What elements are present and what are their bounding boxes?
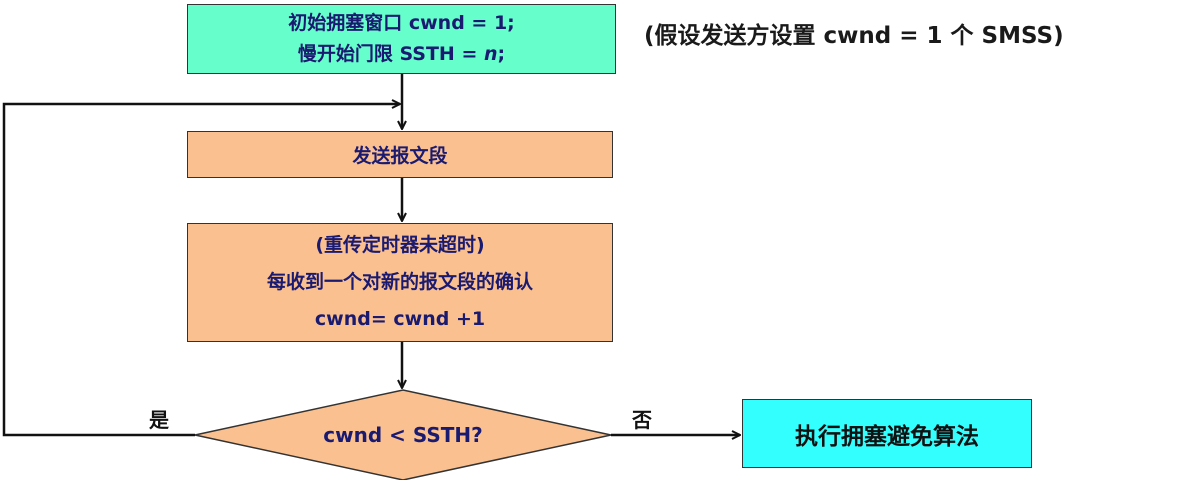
yes-label: 是 xyxy=(149,408,169,432)
init-line2-suffix: ; xyxy=(497,43,506,65)
ack-line1: (重传定时器未超时) xyxy=(315,234,485,256)
init-line2: 慢开始门限 SSTH = n; xyxy=(298,39,505,70)
assumption-note: (假设发送方设置 cwnd = 1 个 SMSS) xyxy=(644,23,1064,49)
init-line2-prefix: 慢开始门限 SSTH = xyxy=(297,43,484,65)
no-label: 否 xyxy=(632,408,652,432)
ack-line3: cwnd= cwnd +1 xyxy=(314,308,486,330)
congestion-avoidance-label: 执行拥塞避免算法 xyxy=(795,423,979,450)
init-box: 初始拥塞窗口 cwnd = 1; 慢开始门限 SSTH = n; xyxy=(187,4,616,74)
send-segment-label: 发送报文段 xyxy=(352,145,448,167)
ack-line2: 每收到一个对新的报文段的确认 xyxy=(266,271,533,293)
send-segment-box: 发送报文段 xyxy=(187,131,613,178)
init-line1: 初始拥塞窗口 cwnd = 1; xyxy=(288,12,515,34)
arrow-yes-loop xyxy=(2,104,400,437)
init-line2-var: n xyxy=(484,43,498,65)
congestion-avoidance-box: 执行拥塞避免算法 xyxy=(742,399,1032,468)
decision-label: cwnd < SSTH? xyxy=(323,423,483,447)
ack-process-box: (重传定时器未超时) 每收到一个对新的报文段的确认 cwnd= cwnd +1 xyxy=(187,223,613,342)
